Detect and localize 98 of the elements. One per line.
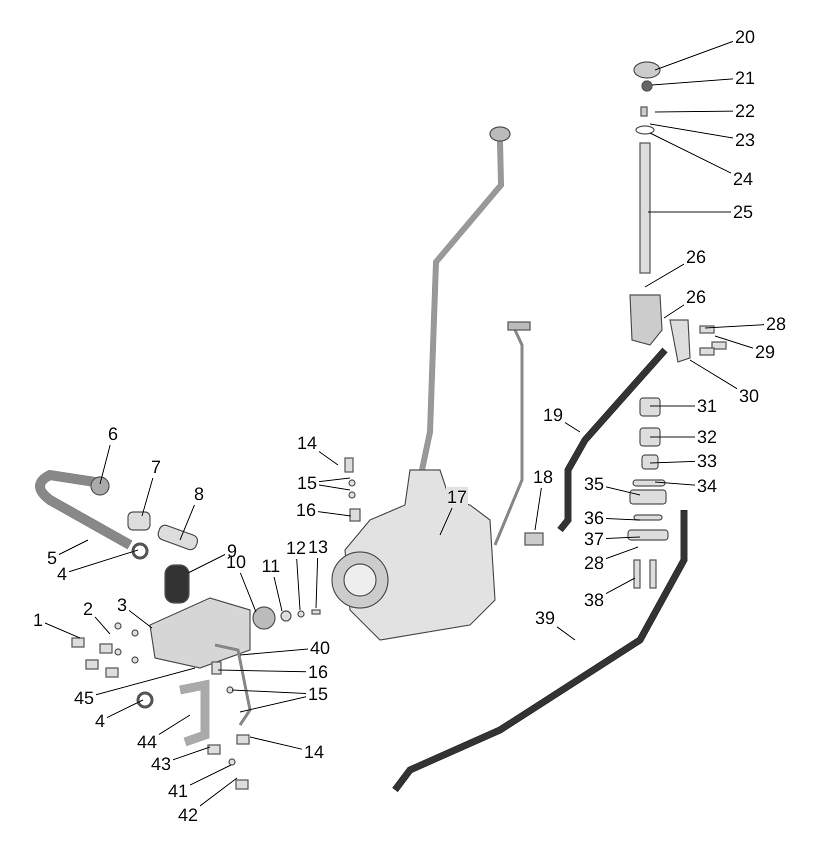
- leader-line: [142, 478, 154, 516]
- callout-number: 24: [732, 169, 754, 189]
- leader-line: [650, 124, 734, 138]
- leader-line: [68, 550, 138, 572]
- callout-number: 35: [583, 474, 606, 494]
- callout-number: 15: [307, 684, 330, 704]
- leader-line: [180, 504, 195, 540]
- callout-number: 5: [46, 548, 58, 568]
- callout-number: 14: [303, 742, 326, 762]
- leader-line: [106, 700, 144, 718]
- callout-number: 13: [307, 537, 330, 557]
- callout-number: 38: [583, 590, 606, 610]
- leader-line: [654, 482, 696, 486]
- leader-line: [190, 764, 232, 786]
- callout-number: 21: [734, 68, 756, 88]
- callout-number: 40: [309, 638, 332, 658]
- leader-line: [318, 478, 350, 482]
- leader-line: [650, 436, 696, 438]
- callout-number: 1: [32, 610, 44, 630]
- leader-line: [534, 488, 542, 530]
- callout-number: 44: [136, 732, 158, 752]
- callout-number: 14: [296, 433, 318, 453]
- leader-line: [318, 511, 352, 516]
- leader-line: [318, 451, 338, 466]
- callout-number: 43: [150, 754, 172, 774]
- leader-line: [200, 778, 238, 806]
- leader-line: [250, 736, 302, 750]
- callout-number: 25: [732, 202, 754, 222]
- callout-number: 16: [295, 500, 318, 520]
- callout-number: 30: [738, 386, 760, 406]
- leader-line: [606, 486, 640, 496]
- callout-number: 7: [150, 457, 162, 477]
- leader-line: [296, 558, 300, 610]
- callout-number: 32: [696, 427, 718, 447]
- callout-number: 31: [696, 396, 718, 416]
- leader-line: [58, 540, 88, 555]
- leader-line: [172, 746, 210, 760]
- leader-line: [232, 690, 306, 694]
- leader-line: [240, 696, 306, 712]
- leader-line: [650, 132, 732, 174]
- leader-line: [644, 264, 684, 288]
- leader-line: [650, 460, 696, 464]
- leader-line: [96, 668, 196, 696]
- callout-number: 3: [116, 595, 128, 615]
- leader-line: [690, 360, 738, 390]
- leader-line: [240, 572, 256, 612]
- callout-number: 26: [685, 287, 708, 307]
- leader-line: [94, 616, 110, 634]
- callout-number: 2: [82, 599, 94, 619]
- leader-line: [274, 576, 282, 612]
- callout-number: 20: [734, 27, 756, 47]
- callout-number: 39: [534, 608, 556, 628]
- leader-line: [440, 508, 453, 536]
- leader-line: [44, 622, 80, 638]
- leader-line: [240, 648, 308, 656]
- leader-line: [606, 518, 640, 520]
- callout-number: 12: [285, 538, 308, 558]
- callout-number: 33: [696, 451, 718, 471]
- leader-line: [664, 304, 684, 318]
- callout-number: 28: [765, 314, 788, 334]
- leader-line: [652, 78, 734, 86]
- leader-line: [606, 536, 640, 539]
- leader-line: [654, 110, 734, 112]
- leader-line: [316, 558, 318, 608]
- leader-line: [606, 546, 638, 560]
- callout-number: 15: [296, 473, 318, 493]
- callout-number: 26: [685, 247, 708, 267]
- leader-line: [564, 422, 580, 432]
- callout-number: 45: [73, 688, 96, 708]
- callout-number: 4: [56, 564, 68, 584]
- callout-number: 42: [177, 805, 200, 825]
- leader-line: [158, 714, 190, 735]
- callout-number: 11: [260, 556, 282, 576]
- callout-number: 36: [583, 508, 606, 528]
- leader-line: [188, 554, 226, 574]
- leader-line: [318, 484, 350, 490]
- callout-number: 16: [307, 662, 330, 682]
- callout-number: 34: [696, 476, 718, 496]
- callout-number: 19: [542, 405, 564, 425]
- leader-line: [556, 626, 576, 640]
- leader-line: [654, 40, 734, 70]
- leader-line: [100, 444, 111, 484]
- leader-line: [704, 324, 764, 328]
- callout-number: 23: [734, 130, 756, 150]
- callout-number: 4: [94, 711, 106, 731]
- leader-line: [606, 578, 636, 594]
- callout-number: 28: [583, 553, 606, 573]
- callout-number: 17: [446, 487, 468, 507]
- callout-number: 6: [107, 424, 120, 444]
- callout-number: 37: [583, 529, 606, 549]
- callout-number: 8: [193, 484, 206, 504]
- callout-number: 18: [532, 467, 554, 487]
- callout-number: 29: [754, 342, 776, 362]
- leader-line: [714, 336, 754, 349]
- callout-number: 22: [734, 101, 756, 121]
- callout-number: 41: [167, 781, 190, 801]
- leader-line: [128, 610, 152, 628]
- leader-line: [218, 670, 306, 672]
